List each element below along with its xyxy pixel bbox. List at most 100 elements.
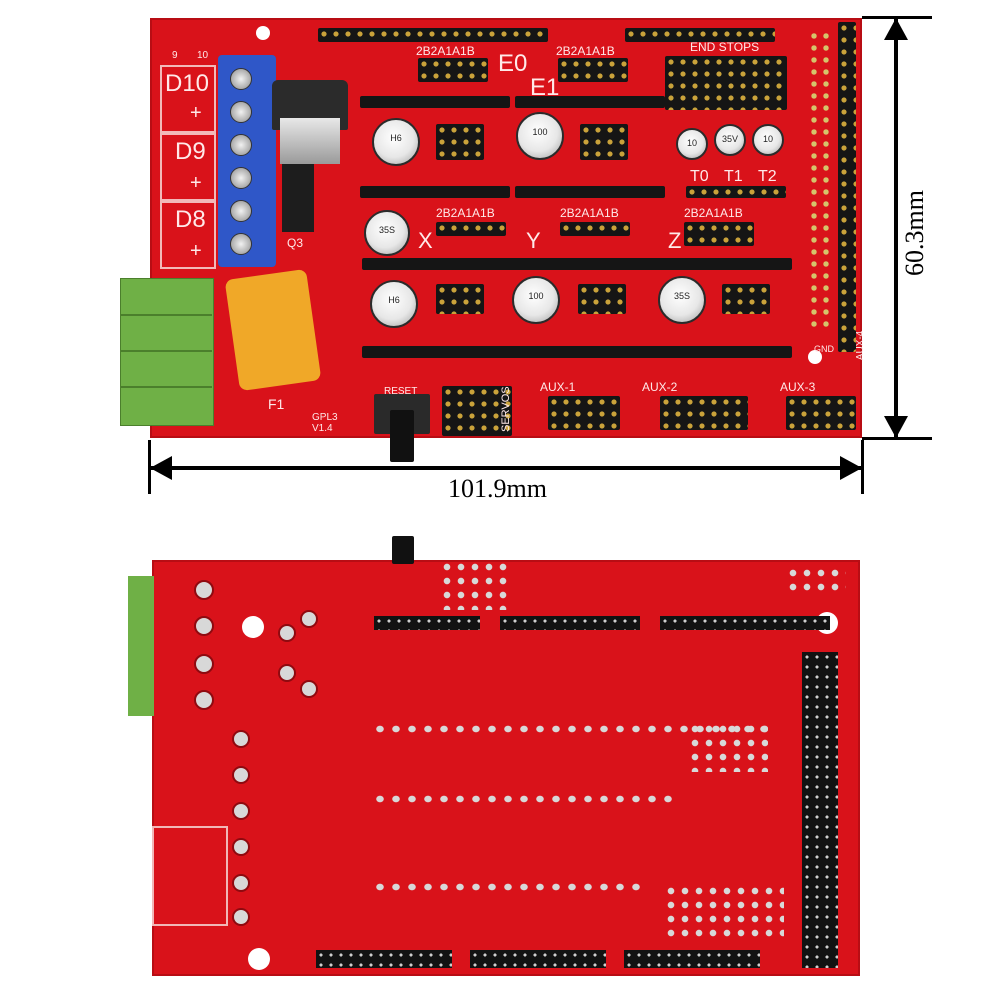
mosfet-leg-block — [282, 164, 314, 232]
thermistor-t0-label: T0 — [690, 168, 709, 185]
driver-socket-e1 — [515, 96, 665, 108]
small-capacitor: 35V — [714, 124, 746, 156]
driver-socket-row — [362, 346, 792, 358]
driver-label-y: Y — [526, 228, 541, 253]
terminal-label-box — [160, 201, 216, 269]
solder-pad — [194, 580, 214, 600]
gnd-label: GND — [814, 344, 834, 354]
reset-label: RESET — [384, 386, 418, 397]
back-pin-grid — [440, 560, 510, 610]
back-pin-row — [372, 722, 772, 736]
pin-labels: 2B2A1A1B — [556, 44, 615, 58]
driver-label-z: Z — [668, 228, 682, 253]
pin-labels: 2B2A1A1B — [684, 206, 743, 220]
driver-socket-e0 — [360, 186, 510, 198]
endstops-label: END STOPS — [690, 40, 760, 54]
plus-mark: + — [190, 102, 202, 124]
servos-header — [442, 386, 512, 436]
microstep-jumpers — [722, 284, 770, 314]
reset-button — [390, 410, 414, 462]
terminal-label-d9: D9 — [175, 138, 206, 165]
polyfuse — [224, 268, 322, 392]
thermistor-t1-label: T1 — [724, 168, 743, 185]
terminal-divider — [120, 386, 212, 388]
height-dimension-label: 60.3mm — [900, 190, 929, 276]
terminal-label-box — [160, 65, 216, 133]
top-header-row — [625, 28, 775, 42]
aux-1-label: AUX-1 — [540, 380, 576, 394]
back-header-strip — [500, 616, 640, 630]
back-header-column — [802, 652, 838, 968]
driver-pin-header — [558, 58, 628, 82]
driver-pin-header — [418, 58, 488, 82]
aux-1-header — [548, 396, 620, 430]
arrow-up-icon — [884, 18, 908, 40]
driver-socket-e0 — [360, 96, 510, 108]
small-capacitor: 10 — [752, 124, 784, 156]
arrow-left-icon — [150, 456, 172, 480]
solder-pad — [278, 664, 296, 682]
back-pin-row — [372, 792, 672, 806]
driver-pin-header — [436, 222, 506, 236]
arrow-down-icon — [884, 416, 908, 438]
terminal-screw — [230, 233, 252, 255]
aux-2-header — [660, 396, 748, 430]
mounting-hole — [248, 948, 270, 970]
small-capacitor: 10 — [676, 128, 708, 160]
driver-label-x: X — [418, 228, 433, 253]
electrolytic-capacitor: H6 — [370, 280, 418, 328]
aux-3-header — [786, 396, 856, 430]
version-label: GPL3 V1.4 — [312, 412, 338, 434]
blue-screw-terminal — [218, 55, 276, 267]
solder-pad — [232, 802, 250, 820]
back-silkscreen-box — [152, 826, 228, 926]
back-pin-row — [372, 880, 642, 894]
terminal-screw — [230, 167, 252, 189]
solder-pad — [194, 690, 214, 710]
fuse-label: F1 — [268, 396, 285, 412]
mounting-hole — [242, 616, 264, 638]
right-pin-column — [808, 30, 832, 330]
aux-4-label: AUX-4 — [855, 330, 867, 361]
driver-label-e0: E0 — [498, 50, 528, 77]
microstep-jumpers — [436, 284, 484, 314]
transistor-label: Q3 — [287, 236, 304, 250]
back-header-strip — [316, 950, 452, 968]
mounting-hole — [808, 350, 822, 364]
back-pin-grid — [688, 722, 768, 772]
solder-pad — [278, 624, 296, 642]
back-header-strip — [624, 950, 760, 968]
driver-socket-e1 — [515, 186, 665, 198]
pin-number-9: 9 — [172, 50, 178, 61]
microstep-jumpers — [578, 284, 626, 314]
width-dimension-line — [150, 466, 862, 470]
solder-pad — [194, 616, 214, 636]
back-pin-grid — [664, 884, 784, 938]
mosfet-body — [280, 118, 340, 164]
solder-pad — [232, 874, 250, 892]
endstop-header — [665, 56, 787, 110]
height-tick-top — [862, 16, 932, 19]
electrolytic-capacitor: 100 — [516, 112, 564, 160]
plus-mark: + — [190, 172, 202, 194]
driver-pin-header — [684, 222, 754, 246]
terminal-label-d8: D8 — [175, 206, 206, 233]
terminal-screw — [230, 101, 252, 123]
back-header-strip — [660, 616, 830, 630]
driver-pin-header — [560, 222, 630, 236]
height-dimension-line — [894, 18, 898, 438]
pin-labels: 2B2A1A1B — [416, 44, 475, 58]
electrolytic-capacitor: H6 — [372, 118, 420, 166]
driver-label-e1: E1 — [530, 74, 560, 101]
terminal-label-d10: D10 — [165, 70, 210, 97]
terminal-divider — [120, 314, 212, 316]
solder-pad — [194, 654, 214, 674]
mounting-hole — [256, 26, 270, 40]
pin-number-10: 10 — [197, 50, 209, 61]
thermistor-t2-label: T2 — [758, 168, 777, 185]
electrolytic-capacitor: 35S — [658, 276, 706, 324]
plus-mark: + — [190, 240, 202, 262]
pin-labels: 2B2A1A1B — [560, 206, 619, 220]
width-tick-right — [861, 440, 864, 494]
arrow-right-icon — [840, 456, 862, 480]
